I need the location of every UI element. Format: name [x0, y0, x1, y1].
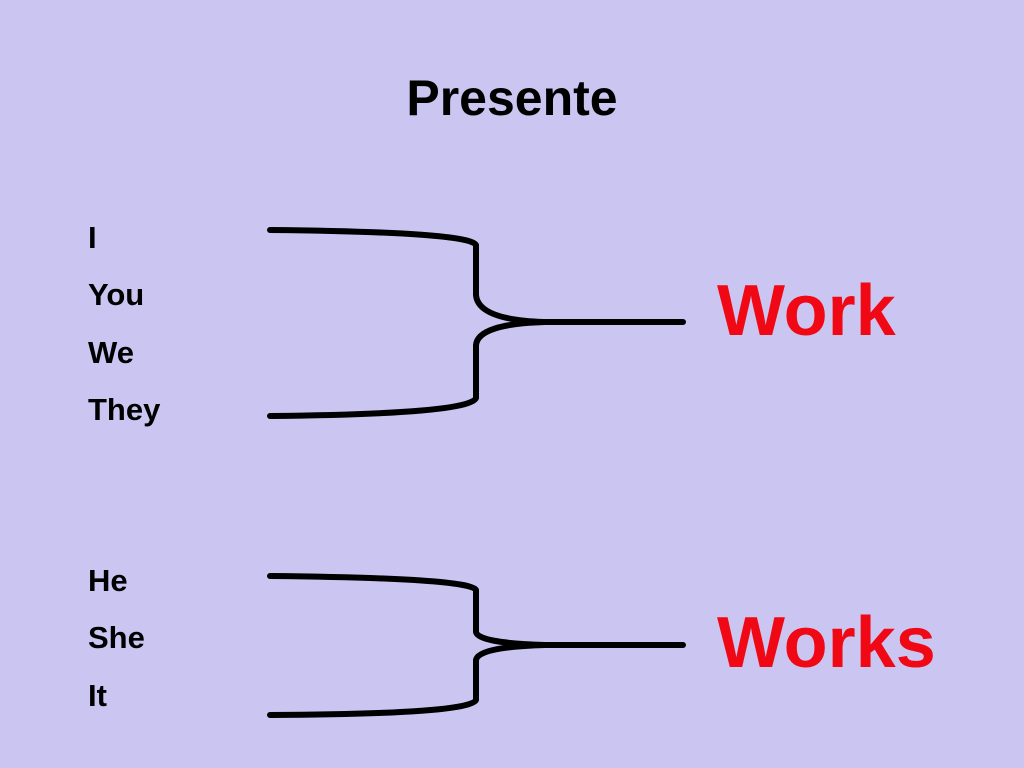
- pronoun-item: You: [88, 277, 145, 313]
- pronoun-item: I: [88, 220, 97, 255]
- pronoun-item: They: [88, 391, 161, 427]
- curly-bracket-top: [267, 227, 686, 419]
- slide-title: Presente: [406, 70, 618, 126]
- pronoun-item: She: [88, 620, 145, 656]
- pronoun-item: He: [88, 563, 128, 598]
- pronoun-group-third-singular: He She It: [88, 561, 145, 733]
- pronoun-item: It: [88, 677, 107, 713]
- verb-work: Work: [717, 271, 896, 351]
- curly-bracket-bottom: [267, 573, 686, 718]
- pronoun-item: We: [88, 334, 134, 370]
- pronoun-group-plural: I You We They: [88, 218, 160, 447]
- verb-works: Works: [717, 603, 936, 683]
